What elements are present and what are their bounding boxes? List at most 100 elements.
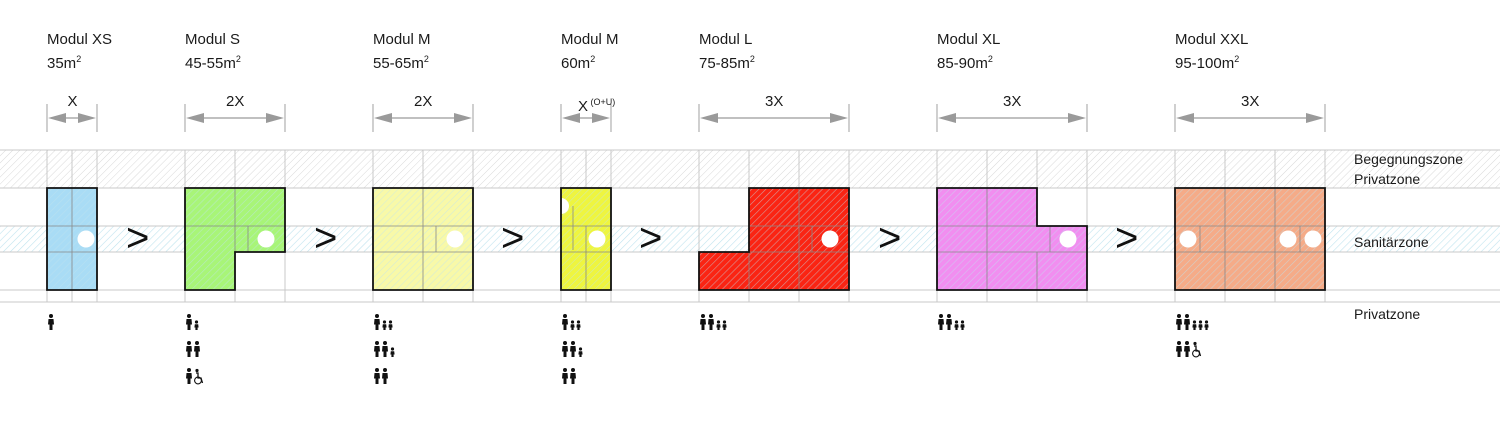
adult-icon	[562, 314, 568, 330]
arrowhead-left	[374, 113, 392, 123]
sanitary-fixture-circle	[1279, 230, 1297, 248]
adult-icon	[1176, 341, 1182, 357]
zone-label-begegnungszone: Begegnungszone	[1354, 151, 1463, 167]
width-label-text: 2X	[414, 93, 433, 110]
sanitary-fixture-circle	[1059, 230, 1077, 248]
area-unit-superscript: 2	[423, 54, 429, 64]
child-icon	[954, 320, 959, 330]
child-icon	[576, 320, 581, 330]
module-area: 95-100m2	[1175, 50, 1239, 73]
greater-than-symbol: >	[501, 216, 525, 260]
adult-icon	[562, 368, 568, 384]
module-title: Modul XL	[937, 31, 1001, 48]
width-label-text: 3X	[1241, 93, 1260, 110]
child-icon	[194, 320, 199, 330]
adult-icon	[1176, 314, 1182, 330]
arrowhead-right	[592, 113, 610, 123]
adult-icon	[562, 341, 568, 357]
module-outline-0	[46, 187, 98, 291]
adult-icon	[194, 341, 200, 357]
adult-icon	[382, 341, 388, 357]
child-icon	[1192, 320, 1197, 330]
wheelchair-icon	[194, 368, 204, 385]
child-icon	[1204, 320, 1209, 330]
sanitary-fixture-circle	[446, 230, 464, 248]
greater-than-symbol: >	[639, 216, 663, 260]
module-title: Modul XS	[47, 31, 113, 48]
adult-icon	[186, 341, 192, 357]
adult-icon	[946, 314, 952, 330]
module-outline-3	[560, 187, 612, 291]
child-icon	[578, 347, 583, 357]
adult-icon	[382, 368, 388, 384]
module-outline-5	[936, 187, 1088, 291]
greater-than-symbol: >	[878, 216, 902, 260]
width-label-text: 2X	[226, 93, 245, 110]
module-area: 55-65m2	[373, 50, 429, 73]
adult-icon	[570, 341, 576, 357]
child-icon	[570, 320, 575, 330]
module-area: 35m2	[47, 50, 81, 73]
sanitary-fixture-circle	[1304, 230, 1322, 248]
width-label-text: 3X	[1003, 93, 1022, 110]
module-area: 85-90m2	[937, 50, 993, 73]
adult-icon	[186, 314, 192, 330]
child-icon	[716, 320, 721, 330]
module-area-value: 85-90m	[937, 55, 988, 72]
module-title: Modul M	[373, 31, 431, 48]
module-shapes	[46, 187, 1326, 291]
module-width-label: 3X	[1003, 93, 1021, 111]
sanitary-fixture-circle	[77, 230, 95, 248]
adult-icon	[186, 368, 192, 384]
adult-icon	[374, 314, 380, 330]
arrowhead-right	[454, 113, 472, 123]
arrowhead-left	[562, 113, 580, 123]
area-unit-superscript: 2	[749, 54, 755, 64]
arrowhead-right	[1068, 113, 1086, 123]
module-area-value: 55-65m	[373, 55, 424, 72]
module-area: 45-55m2	[185, 50, 241, 73]
module-title: Modul L	[699, 31, 753, 48]
stair-half-circle	[561, 198, 569, 214]
zone-label-privatzone-top: Privatzone	[1354, 171, 1421, 187]
child-icon	[390, 347, 395, 357]
occupant-icons	[48, 314, 1209, 385]
area-unit-superscript: 2	[1234, 54, 1240, 64]
module-area-value: 35m	[47, 55, 77, 72]
child-icon	[382, 320, 387, 330]
sanitary-fixture-circle	[257, 230, 275, 248]
child-icon	[722, 320, 727, 330]
module-title: Modul S	[185, 31, 241, 48]
adult-icon	[938, 314, 944, 330]
module-outline-2	[372, 187, 474, 291]
module-width-label: 2X	[414, 93, 432, 111]
adult-icon	[1184, 314, 1190, 330]
child-icon	[960, 320, 965, 330]
area-unit-superscript: 2	[590, 54, 596, 64]
adult-icon	[374, 368, 380, 384]
module-area-value: 75-85m	[699, 55, 750, 72]
arrowhead-right	[1306, 113, 1324, 123]
module-area-value: 45-55m	[185, 55, 236, 72]
module-outline-6	[1174, 187, 1326, 291]
adult-icon	[700, 314, 706, 330]
greater-than-symbol: >	[126, 216, 150, 260]
sanitary-fixture-circle	[588, 230, 606, 248]
arrowhead-right	[266, 113, 284, 123]
arrowhead-left	[700, 113, 718, 123]
width-label-text: X	[578, 98, 589, 115]
width-label-text: X	[67, 93, 78, 110]
zone-label-privatzone-bottom: Privatzone	[1354, 306, 1421, 322]
adult-icon	[570, 368, 576, 384]
wheelchair-icon	[1192, 341, 1202, 358]
module-title: Modul XXL	[1175, 31, 1249, 48]
module-sanitary-overlay	[699, 188, 849, 290]
dimension-arrows	[46, 104, 1326, 132]
arrowhead-left	[1176, 113, 1194, 123]
module-sanitary-overlay	[937, 188, 1087, 290]
zone-label-sanitaerzone: Sanitärzone	[1354, 234, 1429, 250]
begegnungszone-band	[0, 150, 1500, 188]
sanitary-fixture-circle	[1179, 230, 1197, 248]
greater-than-symbol: >	[1115, 216, 1139, 260]
arrowhead-left	[48, 113, 66, 123]
